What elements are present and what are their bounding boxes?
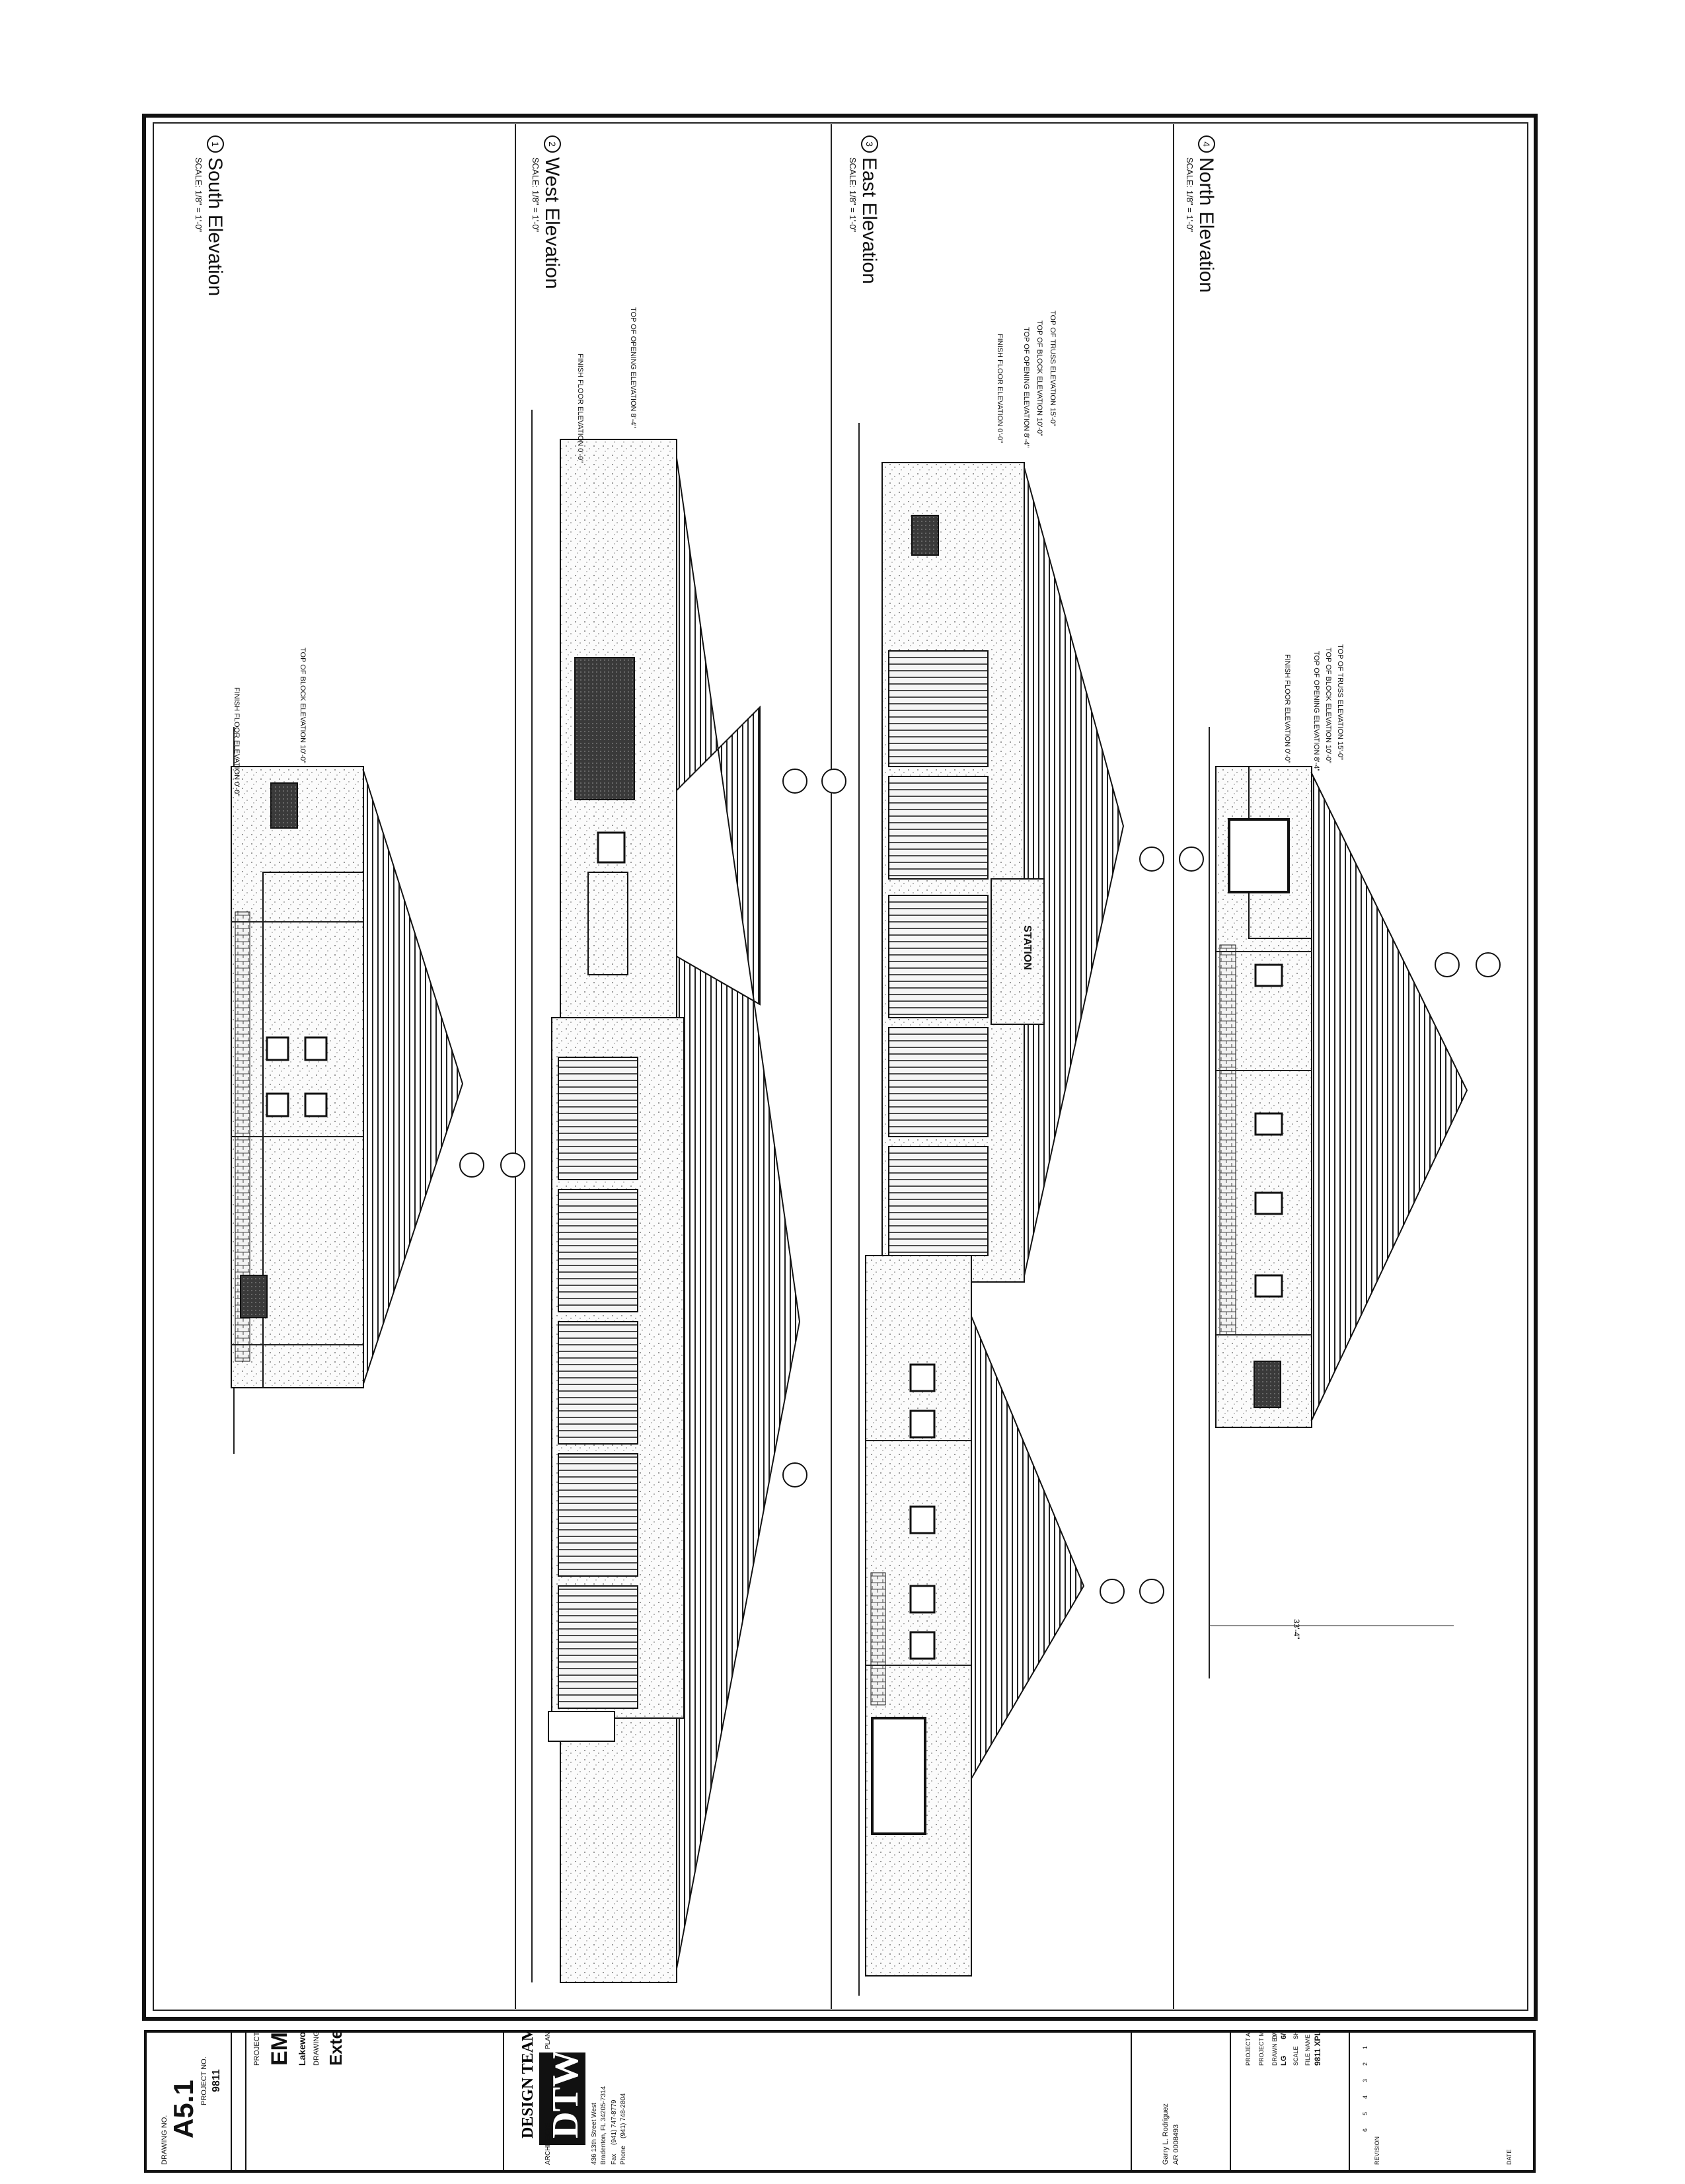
window — [597, 831, 626, 864]
solar-panel — [574, 657, 635, 800]
window — [1254, 1112, 1283, 1136]
architect-block: Garry L. Rodriguez AR 0008493 — [1162, 2103, 1180, 2165]
window — [909, 1631, 936, 1660]
window — [1254, 1361, 1281, 1408]
window — [270, 782, 298, 829]
inner-border — [153, 122, 1528, 2011]
north-elevation — [1209, 766, 1468, 1678]
sheet-number: A5.1 — [168, 2080, 199, 2138]
window — [266, 1036, 289, 1061]
drawn-by-label: DRAWN BY — [1271, 2034, 1278, 2066]
project-label: PROJECT — [253, 2033, 261, 2066]
architect-reg: AR 0008493 — [1172, 2125, 1180, 2165]
bay-door — [558, 1585, 638, 1709]
project-address: Lakewood Ranch Blvd. — [297, 2033, 307, 2066]
outer-border — [142, 114, 1538, 2021]
roof — [1022, 462, 1125, 1283]
roof — [673, 439, 801, 1983]
revision-row: 4 — [1362, 2095, 1368, 2099]
revision-row: 6 — [1362, 2128, 1368, 2132]
fax: (941) 747-8779 — [611, 2099, 618, 2145]
project-manager-label: PROJECT MANAGER — [1258, 2033, 1265, 2066]
bay-door — [888, 650, 989, 767]
title-block: DRAWING NO. A5.1 PROJECT NO. 9811 PROJEC… — [144, 2030, 1536, 2173]
architect-name: Garry L. Rodriguez — [1162, 2103, 1170, 2165]
project-architect-label: PROJECT ARCHITECT — [1245, 2033, 1252, 2066]
west-elevation — [548, 439, 801, 1983]
bay-door — [888, 1146, 989, 1256]
section-markers — [459, 769, 1501, 1604]
roof — [967, 1308, 1085, 1787]
file-name-label: FILE NAME — [1304, 2034, 1311, 2066]
firm-subtitle-right: PLANNERS — [544, 2033, 552, 2049]
bay-door — [888, 776, 989, 880]
project-name: EMFR Fire Station #6 — [267, 2033, 292, 2066]
drawing-title-label: DRAWING TITLE — [313, 2033, 320, 2066]
wall-upper — [262, 872, 364, 1388]
window — [909, 1505, 936, 1534]
project-no-label: PROJECT NO. — [200, 2056, 208, 2105]
window — [304, 1036, 328, 1061]
window — [909, 1363, 936, 1392]
window — [1228, 818, 1290, 893]
scale-value: SHOWN — [1292, 2033, 1299, 2039]
revision-row: 2 — [1362, 2062, 1368, 2066]
firm-logo-box — [539, 2052, 585, 2145]
bay-door — [558, 1321, 638, 1445]
window — [871, 1717, 926, 1835]
revision-label: REVISION — [1374, 2136, 1380, 2165]
firm-address-1: 436 13th Street West — [591, 2103, 598, 2165]
window — [911, 515, 939, 556]
roof — [1308, 766, 1468, 1428]
bay-door — [888, 895, 989, 1018]
bay-door — [888, 1027, 989, 1137]
south-elevation — [231, 766, 464, 1388]
window — [1254, 1274, 1283, 1298]
file-name: 9811 XPLAN — [1313, 2033, 1322, 2066]
project-info: PROJECT EMFR Fire Station #6 Lakewood Ra… — [253, 2033, 346, 2066]
brick-band — [870, 1572, 886, 1706]
scale-label: SCALE — [1292, 2046, 1299, 2066]
firm-address-2: Bradenton, FL 34205-7314 — [600, 2086, 607, 2165]
window — [1254, 963, 1283, 987]
revision-row: 5 — [1362, 2112, 1368, 2115]
firm-logo: DTW — [545, 2050, 586, 2138]
bay-door — [558, 1057, 638, 1180]
title-block-content: DRAWING NO. A5.1 PROJECT NO. 9811 PROJEC… — [161, 2033, 1513, 2170]
project-info-table: PROJECT ARCHITECT PROJECT MANAGER DRAWN … — [1245, 2033, 1322, 2066]
window — [240, 1275, 268, 1318]
gable — [991, 878, 1045, 1025]
window — [909, 1410, 936, 1439]
bay-door — [558, 1453, 638, 1577]
firm-name: DESIGN TEAM WEST, INC. — [519, 2033, 537, 2138]
roof — [361, 766, 464, 1388]
canopy — [548, 1711, 615, 1742]
firm-block: DESIGN TEAM WEST, INC. DTW ARCHITECTS PL… — [519, 2033, 627, 2165]
window — [304, 1092, 328, 1117]
sheet-number-cell: DRAWING NO. A5.1 PROJECT NO. 9811 — [161, 2056, 222, 2165]
revision-table: 1 2 3 4 5 6 REVISION DATE — [1362, 2046, 1513, 2165]
door — [587, 872, 628, 975]
phone: (941) 748-2804 — [620, 2093, 627, 2138]
revision-row: 1 — [1362, 2046, 1368, 2049]
bay-door — [558, 1189, 638, 1312]
fax-label: Fax — [611, 2154, 618, 2165]
phone-label: Phone — [620, 2146, 627, 2165]
firm-subtitle-left: ARCHITECTS — [544, 2123, 552, 2165]
drawing-title: Exterior Elevations — [326, 2033, 346, 2066]
window — [1254, 1191, 1283, 1215]
revision-date-label: DATE — [1506, 2150, 1513, 2165]
window — [909, 1585, 936, 1614]
project-no: 9811 — [211, 2069, 222, 2092]
drawn-by: LG — [1280, 2056, 1288, 2066]
date: 6/14/99 — [1280, 2033, 1288, 2039]
brick-band — [1219, 944, 1236, 1336]
date-label: DATE — [1271, 2033, 1278, 2039]
revision-row: 3 — [1362, 2079, 1368, 2082]
window — [266, 1092, 289, 1117]
east-elevation — [865, 462, 1125, 1977]
drawing-no-label: DRAWING NO. — [161, 2115, 168, 2165]
